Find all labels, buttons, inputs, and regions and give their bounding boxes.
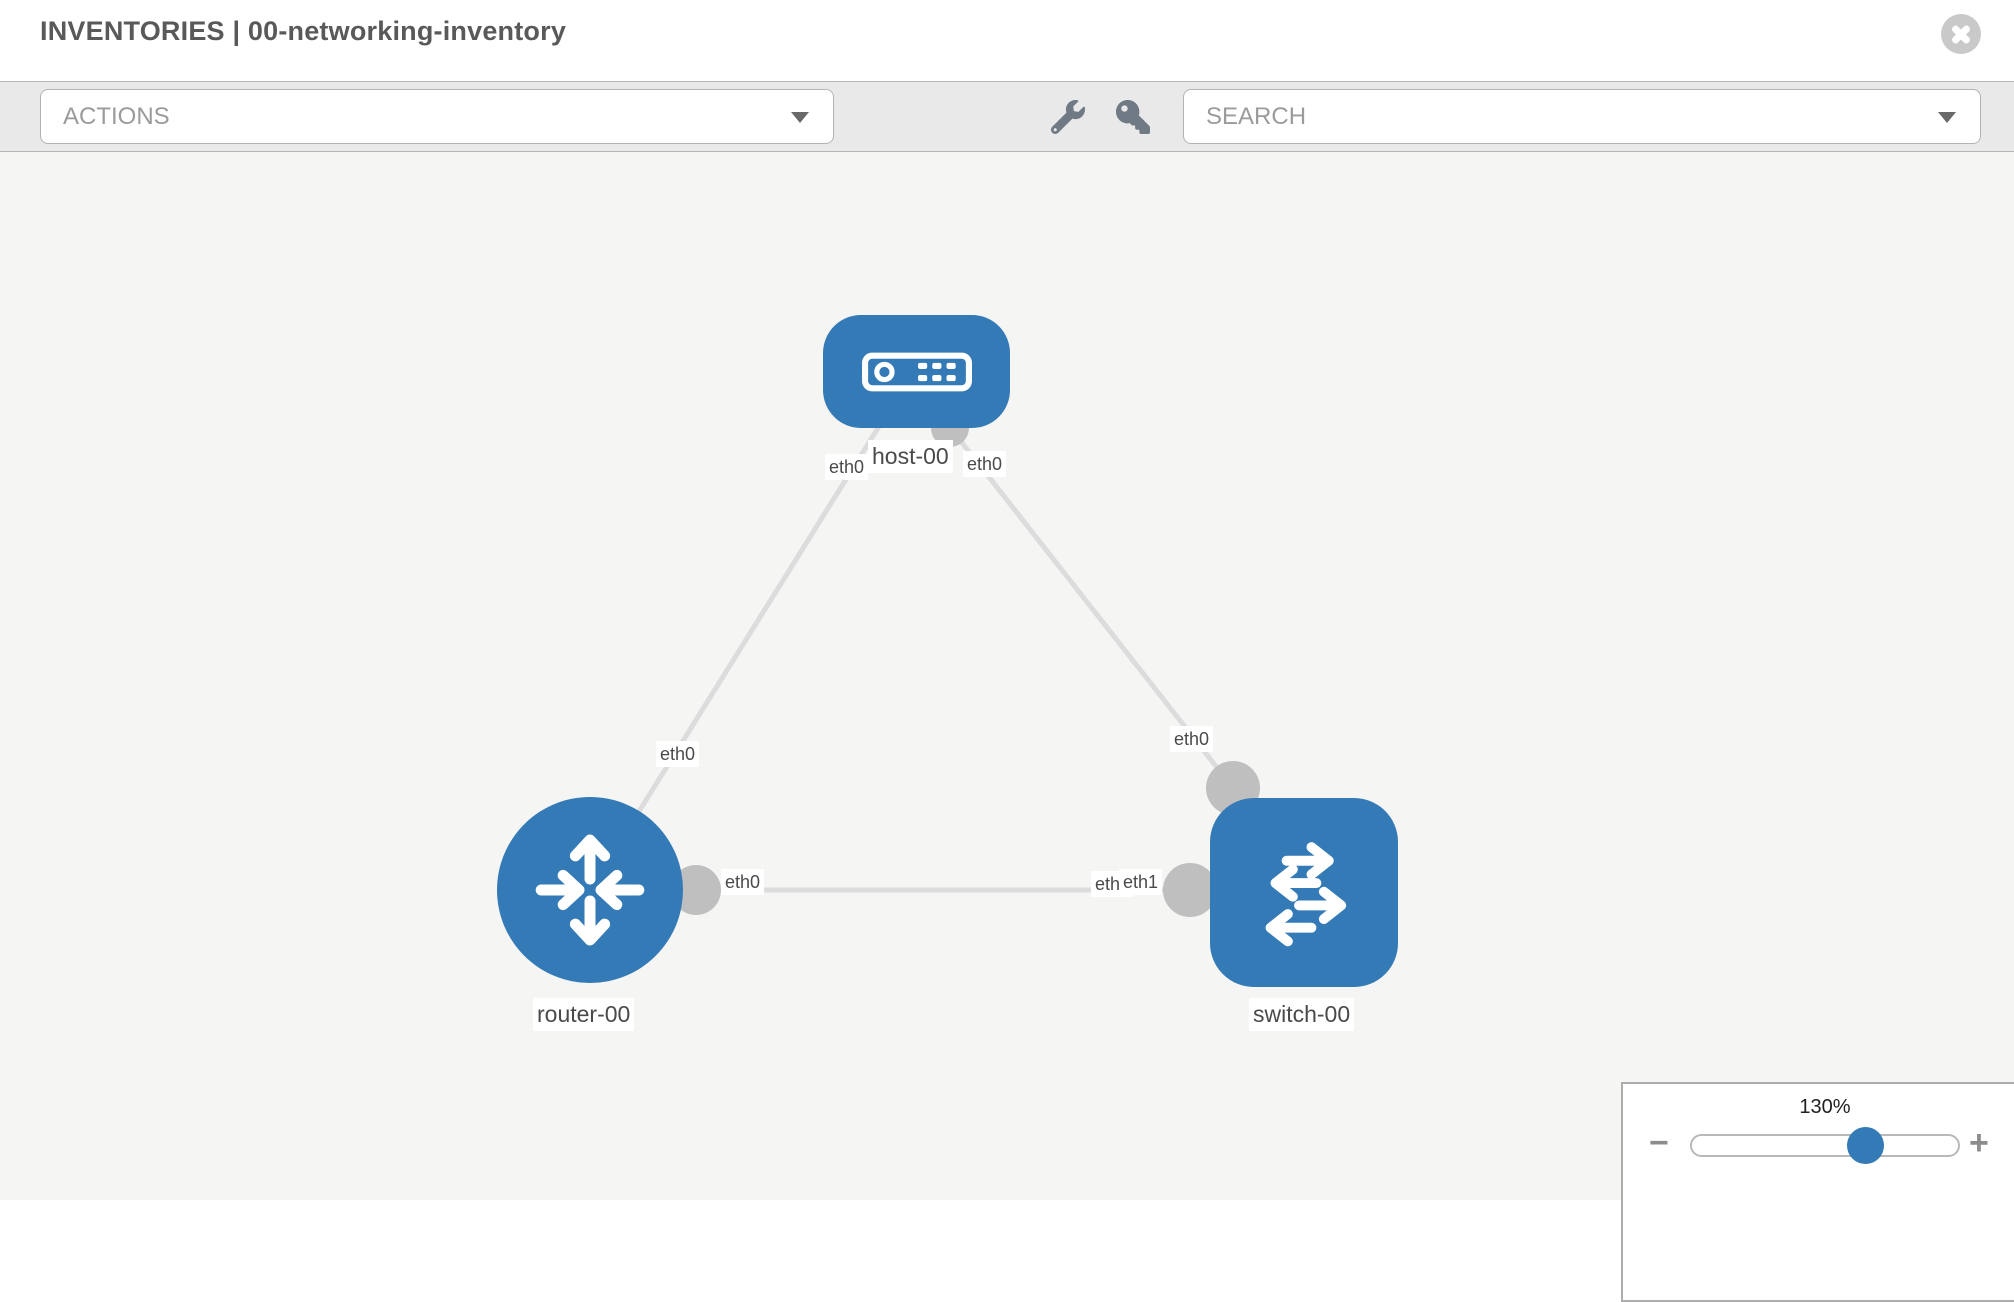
chevron-down-icon bbox=[791, 112, 809, 123]
actions-dropdown[interactable]: ACTIONS bbox=[40, 89, 834, 144]
node-label-switch: switch-00 bbox=[1249, 998, 1355, 1032]
search-dropdown-label: SEARCH bbox=[1206, 102, 1307, 130]
interface-label: eth0 bbox=[656, 741, 700, 768]
close-icon[interactable] bbox=[1941, 14, 1981, 54]
node-label-host: host-00 bbox=[868, 440, 953, 474]
zoom-out-button[interactable]: − bbox=[1649, 1124, 1669, 1162]
topology-canvas[interactable]: host-00 router-00 switch-00 eth0 eth0 et… bbox=[0, 152, 2014, 1200]
switch-icon bbox=[1265, 841, 1347, 946]
interface-label: eth0 bbox=[963, 451, 1007, 478]
zoom-level: 130% bbox=[1799, 1096, 1851, 1118]
zoom-slider-track[interactable] bbox=[1690, 1134, 1960, 1157]
interface-label: eth1 bbox=[1119, 869, 1163, 896]
node-router-00[interactable] bbox=[497, 797, 683, 983]
key-icon[interactable] bbox=[1116, 100, 1150, 134]
node-host-00[interactable] bbox=[823, 315, 1010, 428]
interface-dot-router bbox=[671, 865, 721, 915]
node-switch-00[interactable] bbox=[1210, 798, 1398, 987]
panel-header: INVENTORIES | 00-networking-inventory bbox=[0, 0, 2014, 81]
router-icon bbox=[535, 834, 645, 946]
interface-label: eth0 bbox=[721, 869, 765, 896]
zoom-in-button[interactable]: + bbox=[1969, 1124, 1989, 1162]
wrench-icon[interactable] bbox=[1051, 100, 1085, 134]
host-icon bbox=[861, 352, 972, 391]
chevron-down-icon bbox=[1938, 112, 1956, 123]
zoom-panel: 130% − + bbox=[1621, 1082, 2014, 1302]
toolbar: ACTIONS SEARCH bbox=[0, 81, 2014, 152]
page-title: INVENTORIES | 00-networking-inventory bbox=[40, 16, 567, 46]
search-dropdown[interactable]: SEARCH bbox=[1183, 89, 1981, 144]
interface-label: eth0 bbox=[825, 454, 869, 481]
topology-links-layer bbox=[587, 409, 1260, 917]
interface-dot-switch-left bbox=[1163, 863, 1217, 917]
zoom-slider-handle[interactable] bbox=[1847, 1127, 1884, 1164]
interface-label: eth0 bbox=[1170, 726, 1214, 753]
node-label-router: router-00 bbox=[533, 998, 635, 1032]
actions-dropdown-label: ACTIONS bbox=[63, 102, 170, 130]
